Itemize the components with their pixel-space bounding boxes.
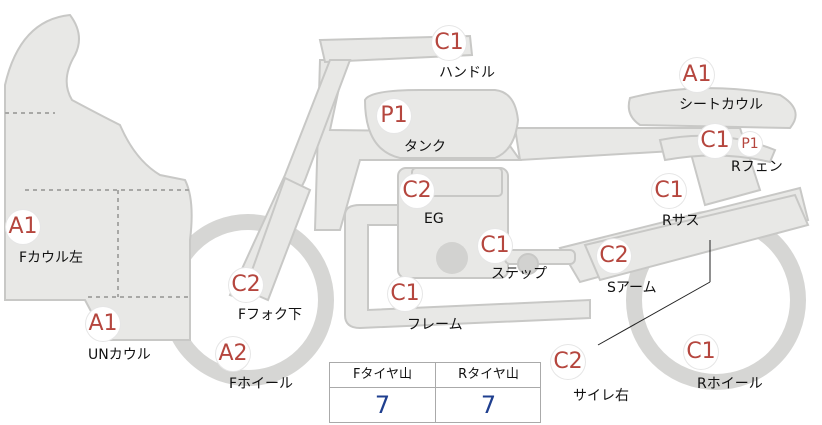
front-tire-value: 7 bbox=[374, 391, 391, 419]
front-cowl-shape bbox=[4, 13, 193, 341]
front-tire-header: Fタイヤ山 bbox=[330, 363, 435, 388]
tank-grade-badge: P1 bbox=[377, 99, 411, 133]
front-wheel-label: Fホイール bbox=[229, 376, 294, 392]
silencer-leader-line bbox=[597, 281, 711, 346]
handle-label: ハンドル bbox=[439, 65, 495, 81]
rear-wheel-label: Rホイール bbox=[697, 376, 763, 392]
step-label: ステップ bbox=[491, 266, 547, 282]
front-cowl-label: Fカウル左 bbox=[19, 250, 84, 266]
swing-arm-label: Sアーム bbox=[607, 280, 657, 296]
frame-grade-badge: C1 bbox=[388, 277, 422, 311]
rear-tire-column: Rタイヤ山 7 bbox=[436, 363, 541, 422]
rear-fender-label: Rフェン bbox=[731, 159, 783, 175]
rear-fender-grade-badge: C1 bbox=[698, 124, 732, 158]
front-tire-column: Fタイヤ山 7 bbox=[330, 363, 436, 422]
under-cowl-label: UNカウル bbox=[88, 347, 151, 363]
handle-grade-badge: C1 bbox=[432, 26, 466, 60]
silencer-grade-badge: C2 bbox=[551, 345, 585, 379]
frame-loop-shape bbox=[344, 204, 591, 330]
front-fork-label: Fフォク下 bbox=[238, 307, 303, 323]
step-shape bbox=[504, 249, 576, 265]
front-wheel-grade-badge: A2 bbox=[216, 337, 250, 371]
silencer-label: サイレ右 bbox=[573, 388, 629, 404]
swing-arm-grade-badge: C2 bbox=[597, 239, 631, 273]
seat-cowl-shape bbox=[627, 87, 797, 130]
frame-label: フレーム bbox=[407, 317, 463, 333]
under-cowl-grade-badge: A1 bbox=[86, 307, 120, 341]
seat-cowl-label: シートカウル bbox=[679, 97, 763, 113]
rear-suspension-label: Rサス bbox=[662, 213, 700, 229]
rear-fender-sub-badge: P1 bbox=[738, 132, 762, 156]
rear-suspension-grade-badge: C1 bbox=[652, 174, 686, 208]
rear-wheel-grade-badge: C1 bbox=[684, 335, 718, 369]
engine-grade-badge: C2 bbox=[400, 174, 434, 208]
tank-label: タンク bbox=[404, 139, 446, 155]
tire-tread-table: Fタイヤ山 7 Rタイヤ山 7 bbox=[329, 362, 541, 423]
step-grade-badge: C1 bbox=[478, 229, 512, 263]
engine-label: EG bbox=[424, 211, 444, 227]
front-cowl-grade-badge: A1 bbox=[6, 210, 40, 244]
rear-tire-header: Rタイヤ山 bbox=[436, 363, 541, 388]
seat-cowl-grade-badge: A1 bbox=[680, 58, 714, 92]
rear-tire-value: 7 bbox=[480, 391, 497, 419]
front-fork-grade-badge: C2 bbox=[229, 268, 263, 302]
silencer-shape bbox=[583, 193, 810, 282]
